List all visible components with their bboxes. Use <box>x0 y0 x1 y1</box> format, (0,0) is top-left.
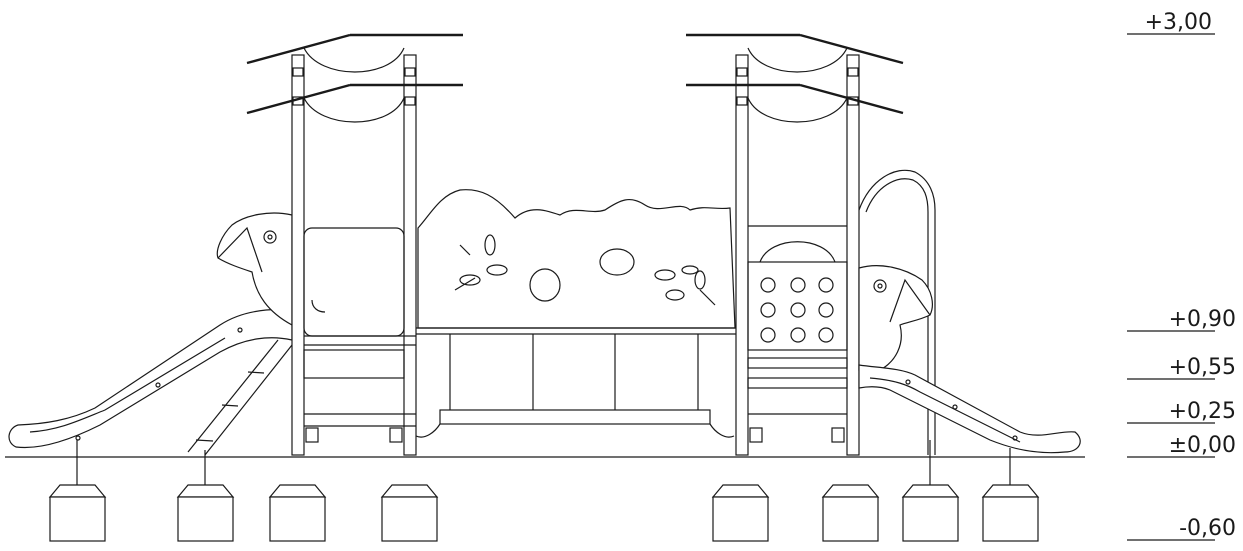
elevation-label: -0,60 <box>1179 516 1236 541</box>
right-tower <box>686 33 904 456</box>
foundation-block <box>711 484 770 542</box>
foundation-block <box>380 484 439 542</box>
right-chameleon-panel <box>858 265 933 371</box>
left-slide <box>8 308 293 449</box>
left-tower <box>246 33 463 456</box>
bridge-panel <box>416 189 746 335</box>
left-ladder <box>187 339 293 456</box>
elevation-label: ±0,00 <box>1169 433 1236 458</box>
elevation-label: +0,55 <box>1169 355 1236 380</box>
foundation-block <box>981 448 1040 542</box>
foundation-block <box>901 440 960 542</box>
left-chameleon-panel <box>216 212 293 327</box>
elevation-marker-0-00: ±0,00 <box>1127 433 1236 458</box>
elevation-label: +0,25 <box>1169 399 1236 424</box>
right-handrail <box>858 169 936 455</box>
foundations <box>48 440 1040 542</box>
foundation-block <box>176 450 235 542</box>
elevation-markers: +3,00 +0,90 +0,55 +0,25 ±0,00 -0,60 <box>1127 10 1236 541</box>
elevation-marker-3-00: +3,00 <box>1127 10 1215 35</box>
elevation-marker-minus-0-60: -0,60 <box>1127 516 1236 541</box>
elevation-marker-0-90: +0,90 <box>1127 307 1236 332</box>
foundation-block <box>268 484 327 542</box>
right-slide <box>858 364 1081 454</box>
suspended-bridge <box>415 334 735 438</box>
elevation-marker-0-25: +0,25 <box>1127 399 1236 424</box>
elevation-label: +0,90 <box>1169 307 1236 332</box>
elevation-marker-0-55: +0,55 <box>1127 355 1236 380</box>
foundation-block <box>821 484 880 542</box>
elevation-label: +3,00 <box>1145 10 1212 35</box>
foundation-block <box>48 440 107 542</box>
